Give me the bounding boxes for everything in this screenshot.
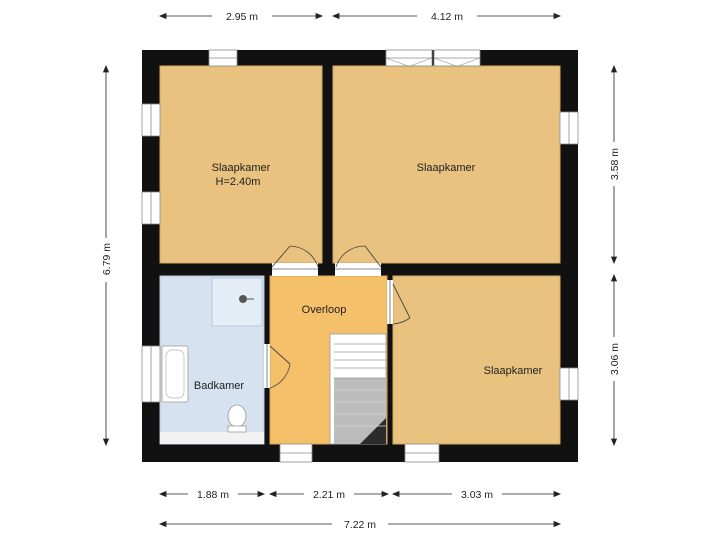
shower-drain-icon	[239, 295, 247, 303]
room-bedroom-1	[159, 65, 323, 264]
label-bedroom-1: Slaapkamer	[212, 162, 271, 174]
room-bedroom-2	[332, 65, 561, 264]
dim-bottom-2: 2.21 m	[313, 489, 345, 501]
room-bedroom-3	[392, 275, 561, 445]
dim-top-right: 4.12 m	[431, 11, 463, 23]
label-bedroom-2: Slaapkamer	[417, 162, 476, 174]
dim-bottom-3: 3.03 m	[461, 489, 493, 501]
bathroom-fixtures	[161, 277, 263, 433]
toilet-icon	[227, 404, 247, 433]
room-labels: Slaapkamer H=2.40m Slaapkamer Slaapkamer…	[194, 162, 543, 392]
dim-right-lower: 3.06 m	[609, 343, 621, 375]
dim-right-upper: 3.58 m	[609, 148, 621, 180]
label-bedroom-3: Slaapkamer	[484, 365, 543, 377]
label-landing: Overloop	[302, 304, 347, 316]
label-bedroom-1-height: H=2.40m	[216, 176, 261, 188]
bathroom-floor-strip	[160, 432, 264, 444]
shower-area	[211, 277, 263, 327]
label-bathroom: Badkamer	[194, 380, 244, 392]
dim-bottom-total: 7.22 m	[344, 519, 376, 531]
dim-bottom-1: 1.88 m	[197, 489, 229, 501]
staircase	[329, 333, 387, 445]
dimension-labels: 2.95 m 4.12 m 6.79 m 3.58 m 3.06 m 1.88 …	[99, 9, 621, 531]
window-casement-marks	[385, 57, 481, 67]
dim-top-left: 2.95 m	[226, 11, 258, 23]
dim-left-total: 6.79 m	[101, 243, 113, 275]
doors	[264, 245, 411, 389]
